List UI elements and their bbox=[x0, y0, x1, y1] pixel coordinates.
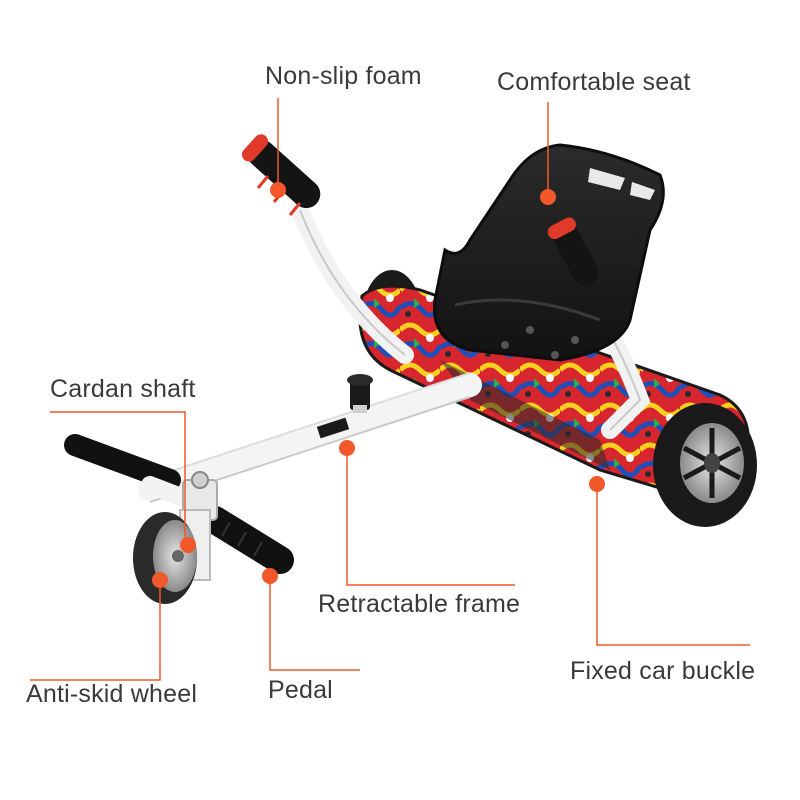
callout-dot bbox=[540, 189, 556, 205]
callout-dot bbox=[339, 440, 355, 456]
seat bbox=[432, 143, 665, 362]
label-non-slip-foam: Non-slip foam bbox=[265, 62, 422, 90]
callout-dot bbox=[152, 572, 168, 588]
callout-dot bbox=[262, 568, 278, 584]
callout-dot bbox=[180, 537, 196, 553]
left-handle bbox=[241, 134, 414, 364]
right-handle bbox=[547, 217, 599, 286]
label-fixed-car-buckle: Fixed car buckle bbox=[570, 657, 756, 685]
callout-dot bbox=[270, 182, 286, 198]
callout-dot bbox=[589, 476, 605, 492]
label-pedal: Pedal bbox=[268, 676, 333, 704]
label-anti-skid-wheel: Anti-skid wheel bbox=[26, 680, 198, 708]
callout-dots bbox=[152, 182, 605, 588]
label-retractable-frame: Retractable frame bbox=[318, 590, 521, 618]
label-comfortable-seat: Comfortable seat bbox=[497, 68, 691, 96]
callout-lines bbox=[30, 98, 750, 681]
label-cardan-shaft: Cardan shaft bbox=[50, 375, 196, 403]
